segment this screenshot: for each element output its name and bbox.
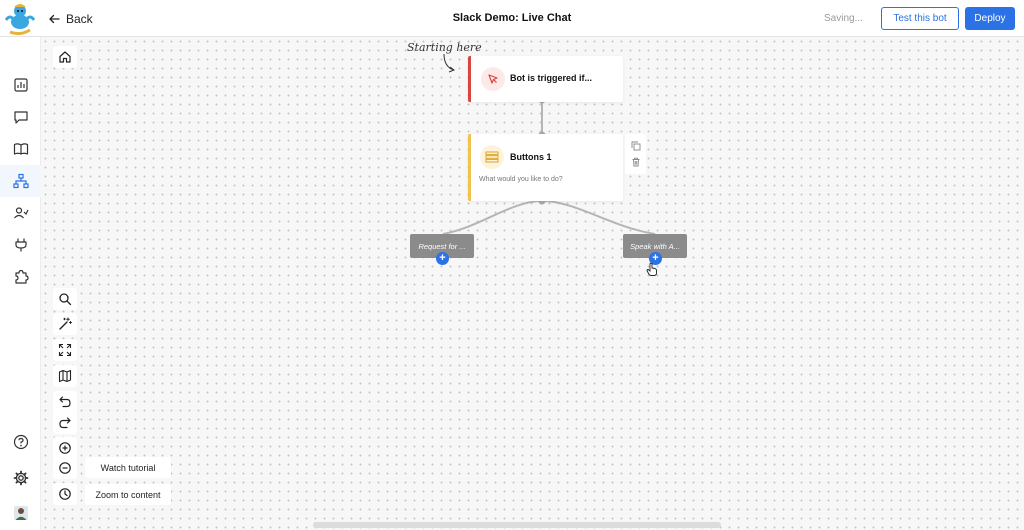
minimap-button[interactable] [53, 365, 77, 387]
sidebar-item-knowledge[interactable] [0, 133, 41, 165]
zoom-out-button[interactable] [53, 457, 77, 479]
puzzle-icon [14, 269, 29, 284]
users-icon [13, 207, 29, 219]
sidebar-item-help[interactable] [0, 426, 41, 458]
test-bot-button[interactable]: Test this bot [881, 7, 959, 30]
chat-icon [13, 111, 28, 124]
redo-icon [59, 417, 71, 429]
sidebar-item-extensions[interactable] [0, 261, 41, 293]
home-icon [59, 51, 71, 63]
sidebar-item-settings[interactable] [0, 462, 41, 494]
option-label: Request for ... [418, 241, 466, 251]
expand-icon [58, 343, 72, 357]
gear-icon [13, 470, 28, 486]
search-icon [59, 293, 72, 306]
zoom-in-button[interactable] [53, 437, 77, 459]
sidebar-item-bot-builder[interactable] [0, 165, 41, 197]
buttons-node-question: What would you like to do? [479, 176, 563, 183]
analytics-icon [13, 78, 28, 92]
horizontal-scrollbar[interactable] [313, 522, 721, 528]
sidebar-item-integrations[interactable] [0, 229, 41, 261]
magic-wand-icon [59, 317, 72, 330]
arrow-left-icon [49, 14, 60, 24]
starting-here-note: Starting here [407, 41, 482, 54]
add-step-button-speak[interactable]: + [649, 252, 662, 265]
page-title: Slack Demo: Live Chat [452, 12, 572, 24]
duplicate-icon[interactable] [630, 140, 641, 151]
zoom-out-icon [59, 462, 71, 474]
auto-arrange-button[interactable] [53, 313, 77, 335]
top-bar: Back Slack Demo: Live Chat Saving... Tes… [0, 0, 1024, 37]
undo-button[interactable] [53, 391, 77, 413]
avatar-image [13, 506, 28, 520]
book-icon [13, 143, 28, 155]
home-button[interactable] [53, 46, 77, 68]
sidebar [0, 37, 41, 530]
back-label: Back [66, 12, 93, 26]
node-actions [625, 134, 646, 174]
add-step-button-request[interactable]: + [436, 252, 449, 265]
buttons-node[interactable]: Buttons 1 What would you like to do? [468, 134, 623, 201]
flow-connectors [442, 53, 656, 235]
history-button[interactable] [53, 483, 77, 505]
hand-cursor-icon [646, 262, 657, 276]
option-label: Speak with A... [630, 241, 680, 251]
buttons-node-title: Buttons 1 [510, 152, 552, 162]
undo-icon [59, 396, 71, 408]
annotation-arrow [443, 53, 455, 71]
trash-icon[interactable] [630, 156, 641, 167]
sidebar-item-contacts[interactable] [0, 197, 41, 229]
search-button[interactable] [53, 288, 77, 310]
watch-tutorial-button[interactable]: Watch tutorial [85, 457, 171, 478]
clock-icon [59, 488, 71, 500]
genie-logo [0, 0, 41, 37]
sidebar-item-analytics[interactable] [0, 69, 41, 101]
redo-button[interactable] [53, 412, 77, 434]
help-icon [13, 434, 28, 450]
option-connector-left [442, 200, 543, 235]
flow-canvas[interactable]: Starting here Bot is triggered if... But… [41, 37, 1024, 530]
fit-screen-button[interactable] [53, 339, 77, 361]
zoom-in-icon [59, 442, 71, 454]
back-button[interactable]: Back [48, 10, 93, 28]
trigger-node-title: Bot is triggered if... [510, 73, 593, 83]
option-connector-right [541, 200, 656, 235]
avatar[interactable] [0, 497, 41, 529]
deploy-button[interactable]: Deploy [965, 7, 1015, 30]
trigger-node[interactable]: Bot is triggered if... [468, 56, 623, 102]
save-status: Saving... [824, 13, 863, 24]
flow-icon [12, 173, 29, 189]
option-node-speak[interactable]: Speak with A... [623, 234, 687, 258]
map-icon [58, 369, 72, 383]
list-icon [480, 145, 504, 169]
zoom-to-content-button[interactable]: Zoom to content [85, 484, 171, 505]
cursor-icon [481, 67, 505, 91]
sidebar-item-conversations[interactable] [0, 101, 41, 133]
plug-icon [14, 238, 27, 252]
